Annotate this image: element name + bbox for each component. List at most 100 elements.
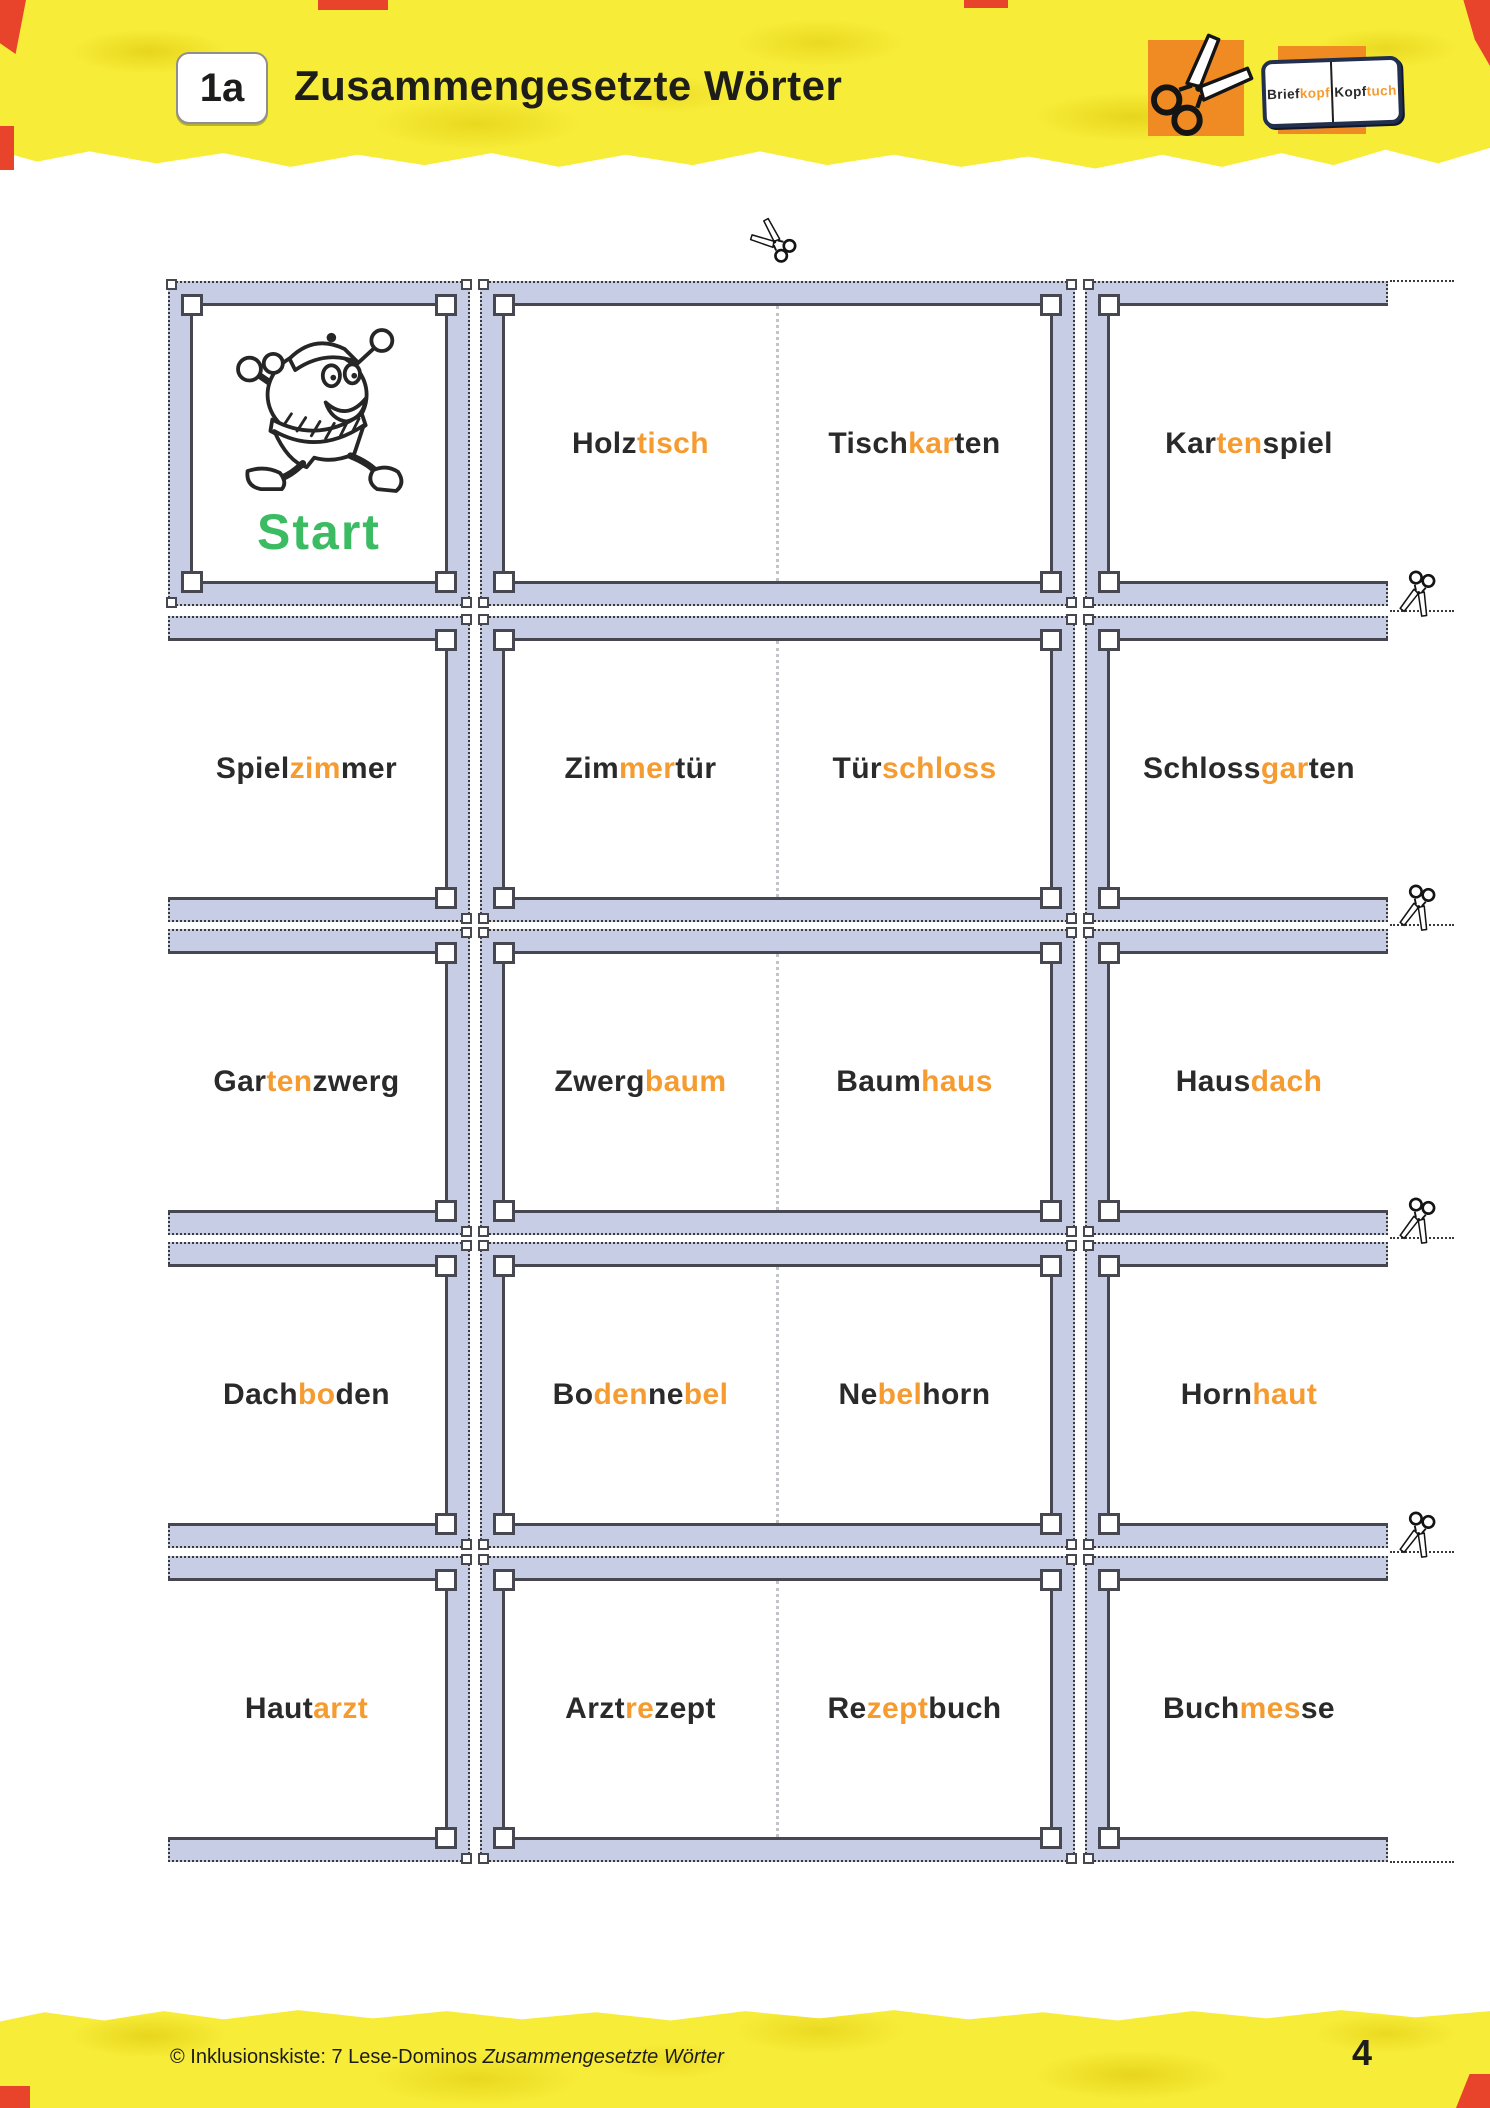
corner-ornament <box>478 1513 515 1550</box>
word-buchmesse: Buchmesse <box>1162 1692 1336 1725</box>
corner-ornament <box>1040 279 1077 316</box>
domino-half-card-r5-left: Hautarzt <box>168 1554 472 1864</box>
domino-half-card-r2-right: Schlossgarten <box>1083 614 1388 924</box>
word-spielzimmer: Spielzimmer <box>215 752 398 785</box>
word-baumhaus: Baumhaus <box>836 1065 993 1098</box>
cut-line <box>1390 1861 1454 1863</box>
brand-logo: Briefkopf Kopftuch <box>1260 36 1412 146</box>
corner-ornament <box>1040 927 1077 964</box>
domino-half-card-r4-left: Dachboden <box>168 1240 472 1550</box>
domino-r5-middle: Arztrezept Rezeptbuch <box>478 1554 1077 1864</box>
corner-ornament <box>1083 279 1120 316</box>
corner-ornament <box>1083 614 1120 651</box>
footer-band <box>0 2010 1490 2108</box>
domino-r4-middle: Bodennebel Nebelhorn <box>478 1240 1077 1550</box>
domino-half-card-r3-left: Gartenzwerg <box>168 927 472 1237</box>
domino-half: Türschloss <box>776 641 1050 897</box>
paper-tear-accent <box>964 0 1008 8</box>
word-schlossgarten: Schlossgarten <box>1143 752 1355 785</box>
brand-word-left: Briefkopf <box>1264 61 1335 125</box>
domino-r3-middle: Zwergbaum Baumhaus <box>478 927 1077 1237</box>
corner-ornament <box>1083 1554 1120 1591</box>
domino-card-start: Start <box>166 279 472 608</box>
corner-ornament <box>435 887 472 924</box>
word-rezeptbuch: Rezeptbuch <box>827 1692 1002 1725</box>
corner-ornament <box>478 1200 515 1237</box>
domino-half: Bodennebel <box>505 1267 776 1523</box>
domino-half-card-r2-left: Spielzimmer <box>168 614 472 924</box>
word-tuerschloss: Türschloss <box>832 752 997 785</box>
corner-ornament <box>1040 887 1077 924</box>
domino-half: Nebelhorn <box>776 1267 1050 1523</box>
domino-half: Tischkarten <box>776 306 1050 581</box>
corner-ornament <box>1083 1827 1120 1864</box>
word-hausdach: Hausdach <box>1175 1065 1323 1098</box>
corner-ornament <box>478 279 515 316</box>
domino-half-card-r5-right: Buchmesse <box>1083 1554 1388 1864</box>
corner-ornament <box>1083 887 1120 924</box>
corner-ornament <box>1040 1240 1077 1277</box>
corner-ornament <box>435 571 472 608</box>
scissors-icon <box>1148 40 1244 136</box>
scissors-icon <box>747 216 800 267</box>
domino-half: Rezeptbuch <box>776 1581 1050 1837</box>
paper-tear-accent <box>0 126 14 170</box>
domino-half-card-r1-right: Kartenspiel <box>1083 279 1388 608</box>
domino-half: Arztrezept <box>505 1581 776 1837</box>
domino-half: Zimmertür <box>505 641 776 897</box>
corner-ornament <box>478 571 515 608</box>
domino-half: Baumhaus <box>776 954 1050 1210</box>
corner-ornament <box>435 1240 472 1277</box>
word-zimmertuer: Zimmertür <box>564 752 717 785</box>
corner-ornament <box>435 1554 472 1591</box>
corner-ornament <box>478 1827 515 1864</box>
word-hautarzt: Hautarzt <box>244 1692 369 1725</box>
corner-ornament <box>166 571 203 608</box>
paper-tear-accent <box>318 0 388 10</box>
domino-half-card-r4-right: Hornhaut <box>1083 1240 1388 1550</box>
corner-ornament <box>478 1240 515 1277</box>
corner-ornament <box>1083 1240 1120 1277</box>
corner-ornament <box>1040 1513 1077 1550</box>
domino-r1-middle: Holztisch Tischkarten <box>478 279 1077 608</box>
corner-ornament <box>435 279 472 316</box>
footer-copyright: © Inklusionskiste: 7 Lese-Dominos <box>170 2046 478 2068</box>
corner-ornament <box>1040 571 1077 608</box>
corner-ornament <box>1040 614 1077 651</box>
domino-half: Zwergbaum <box>505 954 776 1210</box>
corner-ornament <box>435 1513 472 1550</box>
word-bodennebel: Bodennebel <box>552 1378 729 1411</box>
domino-r2-middle: Zimmertür Türschloss <box>478 614 1077 924</box>
corner-ornament <box>166 279 203 316</box>
corner-ornament <box>1083 1513 1120 1550</box>
corner-ornament <box>435 1827 472 1864</box>
corner-ornament <box>1040 1200 1077 1237</box>
word-hornhaut: Hornhaut <box>1180 1378 1318 1411</box>
corner-ornament <box>435 614 472 651</box>
corner-ornament <box>435 1200 472 1237</box>
footer-credit: © Inklusionskiste: 7 Lese-Dominos Zusamm… <box>170 2046 724 2069</box>
corner-ornament <box>1083 571 1120 608</box>
word-zwergbaum: Zwergbaum <box>554 1065 727 1098</box>
page-number: 4 <box>1352 2032 1373 2073</box>
paper-tear-accent <box>0 2086 30 2108</box>
corner-ornament <box>1040 1554 1077 1591</box>
brand-word-right: Kopftuch <box>1334 82 1397 100</box>
word-kartenspiel: Kartenspiel <box>1165 426 1333 460</box>
footer-series-title: Zusammengesetzte Wörter <box>482 2046 724 2068</box>
corner-ornament <box>478 887 515 924</box>
word-arztrezept: Arztrezept <box>565 1692 716 1725</box>
word-dachboden: Dachboden <box>223 1378 390 1411</box>
cut-line <box>1390 280 1454 282</box>
corner-ornament <box>1040 1827 1077 1864</box>
word-nebelhorn: Nebelhorn <box>838 1378 991 1411</box>
corner-ornament <box>478 1554 515 1591</box>
word-holztisch: Holztisch <box>572 426 709 460</box>
brand-logo-domino: Briefkopf Kopftuch <box>1260 55 1404 129</box>
page-title: Zusammengesetzte Wörter <box>294 62 843 109</box>
domino-half-card-r3-right: Hausdach <box>1083 927 1388 1237</box>
start-label: Start <box>257 504 381 560</box>
corner-ornament <box>478 614 515 651</box>
running-character <box>236 328 404 493</box>
